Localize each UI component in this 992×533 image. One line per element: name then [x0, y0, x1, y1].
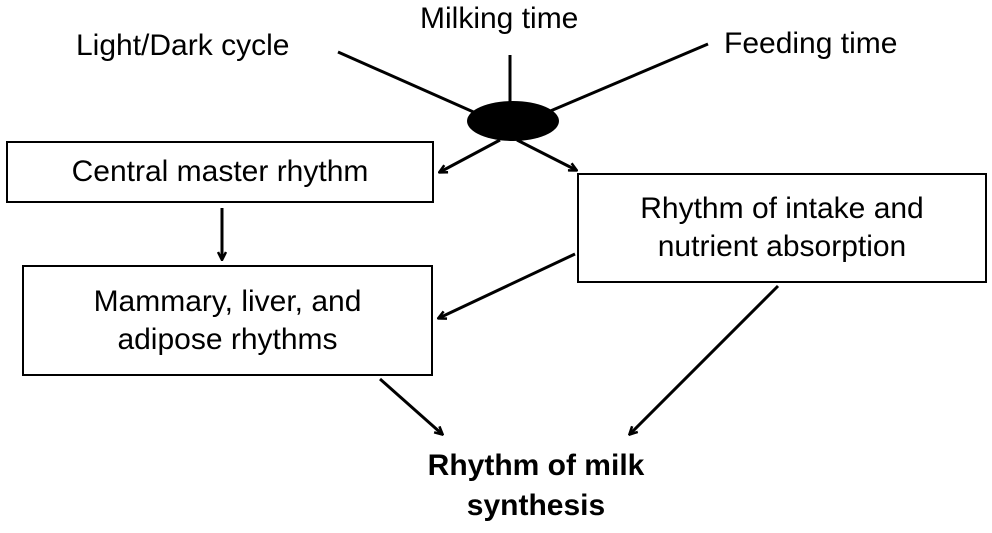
central-master-rhythm-text: Central master rhythm: [71, 155, 369, 188]
line-light-dark: [337, 50, 479, 116]
box-intake-absorption-rhythm: Rhythm of intake and nutrient absorption: [577, 173, 987, 283]
label-milking-time: Milking time: [420, 2, 579, 35]
label-feeding-time: Feeding time: [724, 27, 898, 60]
convergence-node: [467, 101, 559, 141]
box-tissue-rhythms: Mammary, liver, and adipose rhythms: [22, 265, 433, 376]
box-central-master-rhythm: Central master rhythm: [6, 141, 434, 203]
label-light-dark-cycle: Light/Dark cycle: [76, 29, 290, 62]
arrow-intake-to-milk: [630, 284, 780, 434]
arrow-intake-to-tissues: [439, 252, 576, 318]
tissue-rhythms-text: Mammary, liver, and adipose rhythms: [93, 284, 362, 356]
intake-absorption-rhythm-text: Rhythm of intake and nutrient absorption: [640, 192, 924, 263]
arrow-tissues-to-milk: [379, 377, 442, 434]
arrow-node-to-central: [440, 138, 501, 172]
label-milk-synthesis-rhythm: Rhythm of milk synthesis: [427, 449, 645, 522]
line-feeding: [547, 42, 709, 114]
arrow-node-to-intake: [516, 138, 576, 170]
